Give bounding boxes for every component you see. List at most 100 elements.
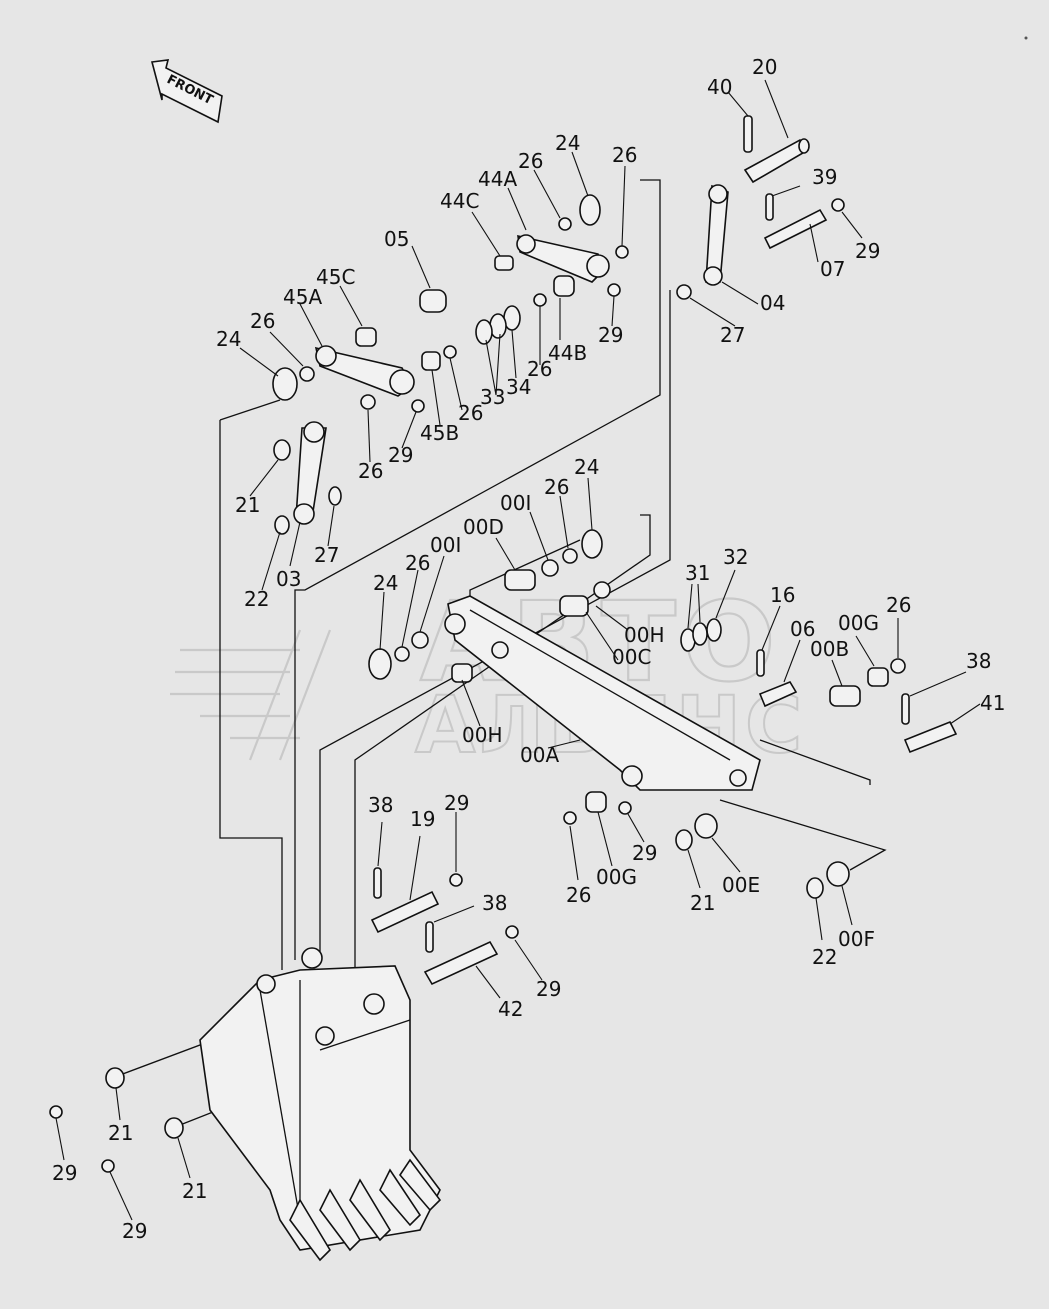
- bushing-00g-a: [867, 667, 889, 687]
- ring-22-b: [806, 877, 824, 899]
- label-24: 24: [555, 131, 580, 155]
- pin-38-a: [901, 693, 910, 725]
- label-00e: 00E: [722, 873, 760, 897]
- label-24: 24: [373, 571, 398, 595]
- ring-21-b: [675, 829, 693, 851]
- label-19: 19: [410, 807, 435, 831]
- label-29: 29: [598, 323, 623, 347]
- label-22: 22: [812, 945, 837, 969]
- label-26: 26: [612, 143, 637, 167]
- pin-38-b: [373, 867, 382, 899]
- bushing-45c: [355, 327, 377, 347]
- label-00g: 00G: [838, 611, 879, 635]
- washer-26-b: [615, 245, 629, 259]
- label-26: 26: [518, 149, 543, 173]
- label-39: 39: [812, 165, 837, 189]
- washer-26-i: [890, 658, 906, 674]
- bushing-00d: [504, 569, 536, 591]
- label-45c: 45C: [316, 265, 355, 289]
- label-22: 22: [244, 587, 269, 611]
- label-26: 26: [544, 475, 569, 499]
- label-24: 24: [216, 327, 241, 351]
- label-21: 21: [690, 891, 715, 915]
- bushing-05: [419, 289, 447, 313]
- ring-21-a: [273, 439, 291, 461]
- label-20: 20: [752, 55, 777, 79]
- bushing-00f: [826, 861, 850, 887]
- washer-26-h: [394, 646, 410, 662]
- label-27: 27: [314, 543, 339, 567]
- label-44c: 44C: [440, 189, 479, 213]
- label-33: 33: [480, 385, 505, 409]
- grease-29-h: [101, 1159, 115, 1173]
- label-45a: 45A: [283, 285, 322, 309]
- label-24: 24: [574, 455, 599, 479]
- grease-29-b: [607, 283, 621, 297]
- bushing-00i-a: [541, 559, 559, 577]
- label-00i: 00I: [430, 533, 461, 557]
- label-00c: 00C: [612, 645, 651, 669]
- label-05: 05: [384, 227, 409, 251]
- label-21: 21: [235, 493, 260, 517]
- label-26: 26: [527, 357, 552, 381]
- label-45b: 45B: [420, 421, 459, 445]
- label-29: 29: [444, 791, 469, 815]
- label-00i: 00I: [500, 491, 531, 515]
- label-00f: 00F: [838, 927, 875, 951]
- washer-26-c: [299, 366, 315, 382]
- label-00a: 00A: [520, 743, 559, 767]
- speck-mark: [1024, 36, 1028, 40]
- o-ring-24-d: [368, 648, 392, 680]
- ring-21-d: [164, 1117, 184, 1139]
- washer-27-b: [328, 486, 342, 506]
- pin-16: [756, 649, 765, 677]
- pin-06: [758, 681, 798, 708]
- bushing-00g-b: [585, 791, 607, 813]
- o-ring-24-c: [581, 529, 603, 559]
- label-38: 38: [368, 793, 393, 817]
- pin-39: [765, 193, 774, 221]
- grease-29-a: [831, 198, 845, 212]
- bushing-00e: [694, 813, 718, 839]
- label-16: 16: [770, 583, 795, 607]
- bushing-44c: [494, 255, 514, 271]
- o-ring-24-b: [272, 367, 298, 401]
- label-44a: 44A: [478, 167, 517, 191]
- grease-29-d: [618, 801, 632, 815]
- label-00d: 00D: [463, 515, 504, 539]
- label-42: 42: [498, 997, 523, 1021]
- bushing-00i-b: [411, 631, 429, 649]
- bushing-00c: [559, 595, 589, 617]
- upper-link-assembly: [272, 115, 845, 535]
- label-32: 32: [723, 545, 748, 569]
- label-26: 26: [886, 593, 911, 617]
- bushing-00b: [829, 685, 861, 707]
- label-26: 26: [250, 309, 275, 333]
- label-04: 04: [760, 291, 785, 315]
- label-40: 40: [707, 75, 732, 99]
- pin-07: [763, 208, 828, 250]
- pin-41: [903, 720, 958, 754]
- label-07: 07: [820, 257, 845, 281]
- label-29: 29: [632, 841, 657, 865]
- label-44b: 44B: [548, 341, 587, 365]
- pin-38-c: [425, 921, 434, 953]
- label-21: 21: [182, 1179, 207, 1203]
- label-00h: 00H: [462, 723, 503, 747]
- leader-lines: [55, 79, 981, 1221]
- shim-31-b: [692, 622, 708, 646]
- label-00h: 00H: [624, 623, 665, 647]
- label-29: 29: [855, 239, 880, 263]
- bushing-00h-a: [451, 663, 473, 683]
- front-arrow: FRONT: [150, 59, 223, 124]
- washer-26-j: [563, 811, 577, 825]
- washer-26-e: [443, 345, 457, 359]
- washer-26-f: [360, 394, 376, 410]
- grease-29-e: [449, 873, 463, 887]
- washer-27-a: [676, 284, 692, 300]
- label-38: 38: [482, 891, 507, 915]
- grease-29-c: [411, 399, 425, 413]
- label-21: 21: [108, 1121, 133, 1145]
- label-41: 41: [980, 691, 1005, 715]
